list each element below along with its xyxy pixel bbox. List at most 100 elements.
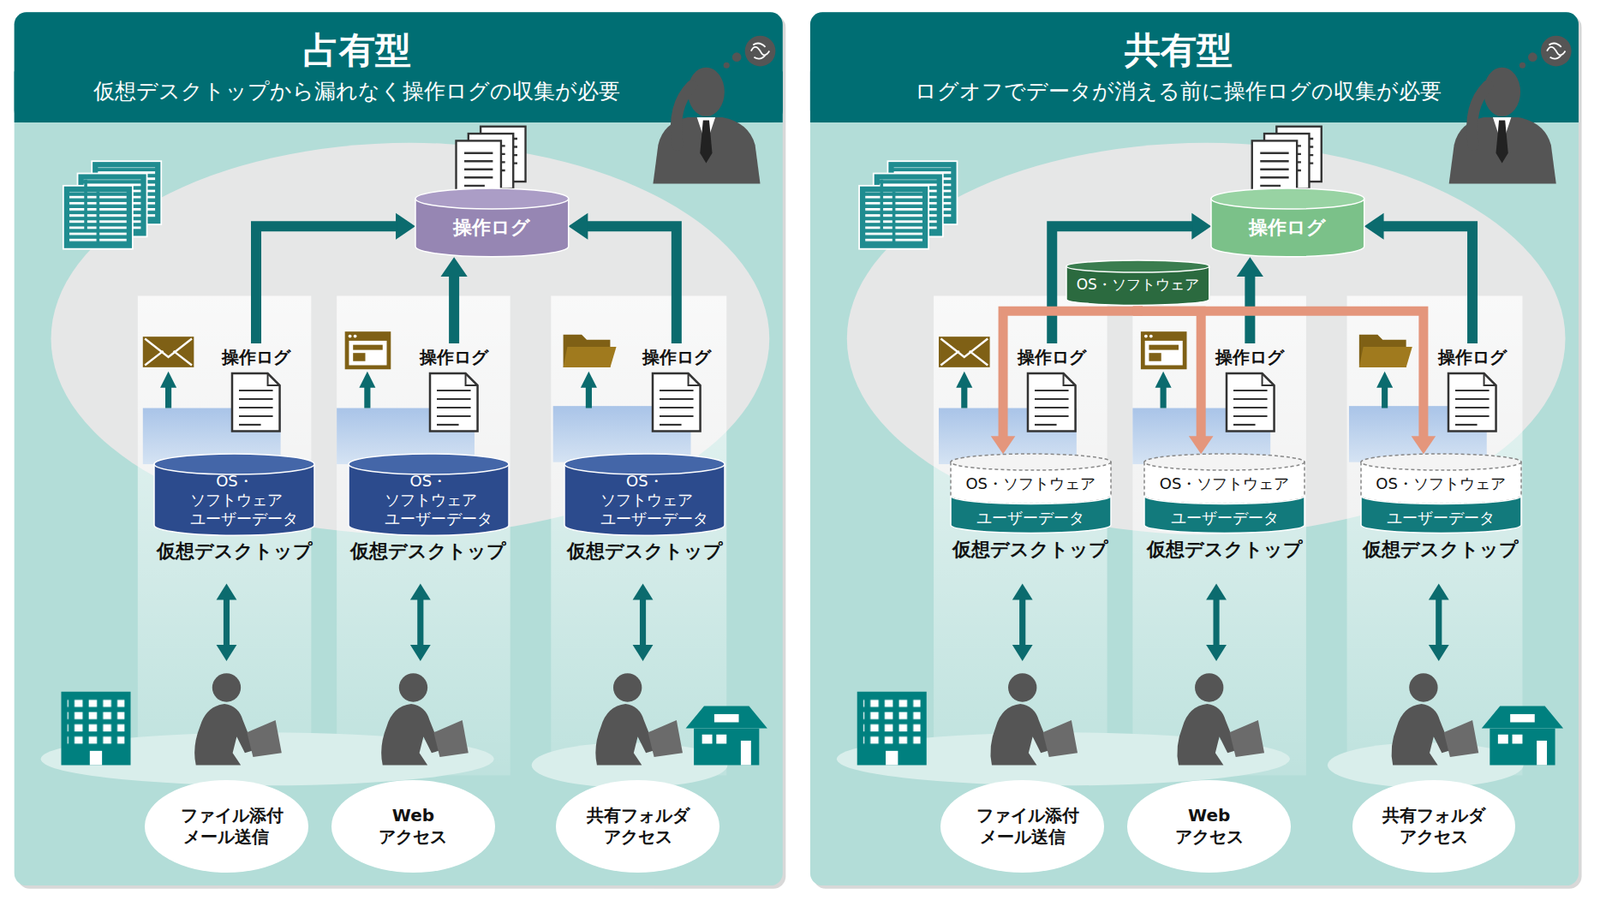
log-document: 操作ログ — [417, 346, 491, 439]
cylinder-top — [950, 453, 1111, 471]
document-page — [232, 373, 281, 431]
cylinder-top — [1361, 453, 1522, 471]
activity-bubble: 共有フォルダ アクセス — [1352, 780, 1517, 872]
document-line — [1455, 415, 1490, 418]
log-document: 操作ログ — [639, 346, 713, 439]
log-database: 操作ログ — [1211, 188, 1365, 257]
bubble-label: 共有フォルダ アクセス — [1382, 805, 1485, 848]
cylinder-lower — [1144, 495, 1305, 534]
arrow-head — [395, 213, 416, 240]
document-fold — [465, 373, 478, 386]
document-line — [238, 423, 262, 426]
document-page — [1027, 373, 1076, 431]
document-line — [659, 389, 694, 392]
connector — [441, 256, 468, 344]
activity-bubble: Web アクセス — [331, 780, 496, 872]
cylinder-top-text-box: OS・ソフトウェア — [950, 471, 1111, 497]
cylinder-body — [154, 464, 315, 536]
cylinder-top — [1211, 188, 1365, 209]
connector-line — [256, 226, 397, 344]
cylinder-top — [564, 453, 725, 475]
arrow-head — [991, 435, 1016, 454]
doc-label: 操作ログ — [1215, 346, 1285, 368]
connector-line — [1002, 304, 1138, 437]
doc-label: 操作ログ — [1438, 346, 1508, 368]
document-icon — [1026, 371, 1078, 433]
connector — [991, 304, 1139, 454]
document-fold — [1063, 373, 1076, 386]
right-panel-illustration — [810, 11, 1583, 889]
activity-bubble: ファイル添付 メール送信 — [940, 780, 1105, 872]
document-icon — [1224, 371, 1277, 433]
document-fold — [268, 373, 281, 386]
desktop-label: 仮想デスクトップ — [1146, 538, 1303, 562]
cylinder-top — [1066, 260, 1210, 273]
cylinder-top — [348, 453, 509, 475]
cylinder-label: OS・ソフトウェア ユーザーデータ — [190, 471, 279, 528]
document-icon — [428, 371, 480, 433]
document-page — [429, 373, 478, 431]
cylinder-top — [1144, 453, 1305, 471]
virtual-desktop: OS・ソフトウェア ユーザーデータ仮想デスクトップ — [348, 453, 509, 579]
desktop-label-row: 仮想デスクトップ — [154, 540, 315, 563]
arrow-head — [1191, 213, 1212, 240]
db-label: 操作ログ — [453, 216, 532, 239]
connector-line — [1137, 304, 1424, 437]
cylinder-top — [154, 453, 315, 475]
document-line — [659, 406, 694, 409]
panel: 占有型仮想デスクトップから漏れなく操作ログの収集が必要操作ログ操作ログOS・ソフ… — [14, 11, 783, 886]
document-line — [436, 423, 460, 426]
document-line — [1455, 398, 1490, 400]
desktop-label-row: 仮想デスクトップ — [1144, 538, 1305, 562]
desktop-label: 仮想デスクトップ — [1362, 538, 1520, 562]
db-label: 操作ログ — [1248, 216, 1327, 239]
cylinder-label: OS・ソフトウェア — [965, 474, 1097, 494]
desktop-label-row: 仮想デスクトップ — [1361, 538, 1522, 562]
desktop-label: 仮想デスクトップ — [952, 538, 1110, 562]
virtual-desktop: OS・ソフトウェア ユーザーデータ仮想デスクトップ — [564, 453, 725, 579]
document-line — [436, 389, 472, 392]
desktop-cylinder: OS・ソフトウェアユーザーデータ — [1144, 453, 1305, 534]
document-line — [1233, 398, 1268, 400]
log-document: 操作ログ — [1015, 346, 1089, 439]
cylinder-label: ユーザーデータ — [976, 508, 1086, 528]
cylinder-lower — [950, 495, 1111, 534]
bubble-label: Web アクセス — [370, 805, 456, 848]
panel-header: 共有型ログオフでデータが消える前に操作ログの収集が必要 — [810, 11, 1547, 123]
connector — [1051, 213, 1212, 344]
bubble-label: ファイル添付 メール送信 — [976, 805, 1069, 848]
desktop-label: 仮想デスクトップ — [566, 540, 723, 563]
document-line — [238, 389, 274, 392]
document-line — [436, 406, 472, 409]
shared-os-cylinder: OS・ソフトウェア — [1066, 260, 1210, 305]
doc-label: 操作ログ — [221, 346, 292, 368]
connector — [1236, 256, 1264, 344]
cylinder-body — [564, 464, 725, 536]
cylinder-top — [415, 188, 569, 209]
arrow-head — [568, 213, 589, 240]
log-document: 操作ログ — [1213, 346, 1287, 439]
cylinder-bottom-text-box: ユーザーデータ — [1361, 504, 1522, 532]
document-page — [652, 373, 701, 431]
document-line — [1455, 406, 1490, 409]
bubble-label: 共有フォルダ アクセス — [586, 805, 689, 848]
document-line — [1034, 398, 1069, 400]
document-line — [1034, 423, 1057, 426]
arrow-head — [1236, 256, 1264, 277]
db-label-box: 操作ログ — [415, 188, 569, 257]
bubble-label: Web アクセス — [1166, 805, 1252, 848]
doc-label: 操作ログ — [419, 346, 490, 368]
document-line — [1233, 423, 1256, 426]
cylinder-label: ユーザーデータ — [1170, 508, 1279, 528]
document-icon — [650, 371, 703, 433]
desktop-label-row: 仮想デスクトップ — [564, 540, 725, 563]
panel-subtitle: ログオフでデータが消える前に操作ログの収集が必要 — [914, 78, 1443, 105]
activity-bubble: ファイル添付 メール送信 — [144, 780, 309, 872]
document-line — [238, 398, 274, 400]
cylinder-body — [348, 464, 509, 536]
document-icon — [1446, 371, 1499, 433]
connector — [256, 213, 416, 344]
panel-title: 共有型 — [1123, 29, 1233, 72]
document-line — [659, 423, 682, 426]
